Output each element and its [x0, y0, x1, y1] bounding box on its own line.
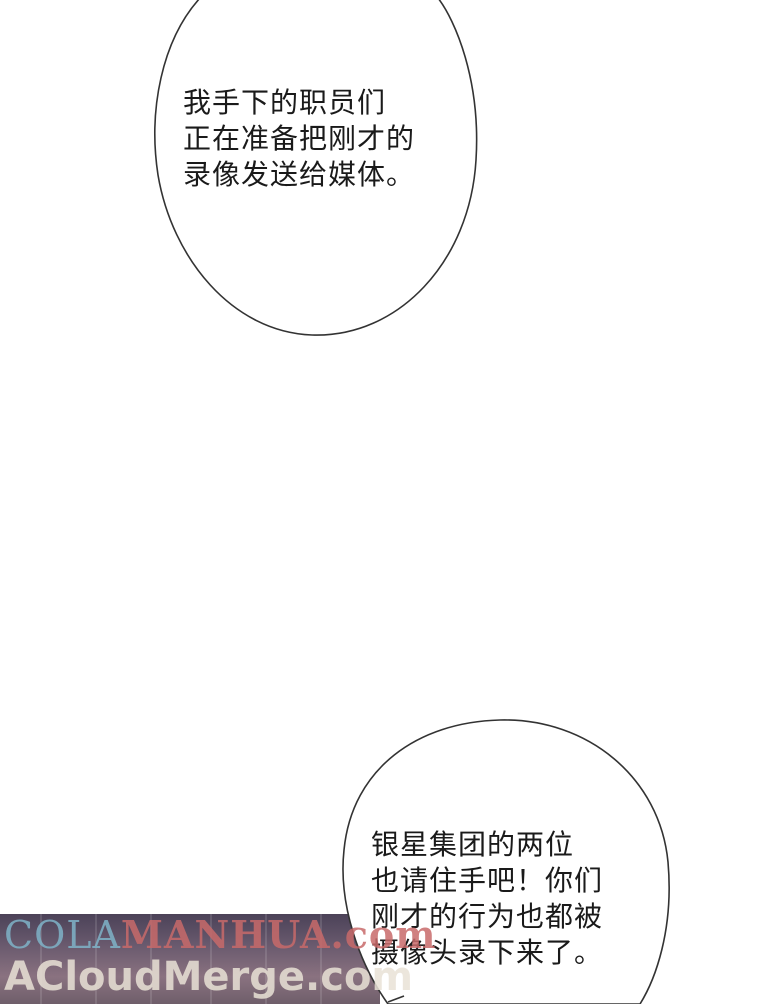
speech-bubble-2: [342, 719, 670, 1004]
bubble-2-line-3: 刚才的行为也都被: [371, 900, 604, 933]
speech-bubble-2-text: 银星集团的两位 也请住手吧！你们 刚才的行为也都被 摄像头录下来了。: [371, 827, 603, 971]
bubble-2-line-2: 也请住手吧！你们: [371, 864, 604, 897]
bubble-tail-stroke: [387, 995, 405, 1003]
bubble-1-line-1: 我手下的职员们: [183, 86, 387, 119]
speech-bubble-1: [154, 0, 478, 336]
speech-bubble-1-text: 我手下的职员们 正在准备把刚才的 录像发送给媒体。: [183, 85, 415, 193]
background-art-strip: [0, 914, 380, 1004]
bubble-2-line-4: 摄像头录下来了。: [371, 936, 604, 969]
watermark-cola: COLA: [4, 913, 121, 957]
watermark-colamanhua: COLAMANHUA.com: [4, 912, 436, 957]
watermark-manhua: MANHUA.com: [120, 912, 437, 957]
bubble-1-line-2: 正在准备把刚才的: [183, 122, 416, 155]
watermark-acloudmerge: ACloudMerge.com: [4, 954, 414, 1000]
bubble-1-line-3: 录像发送给媒体。: [183, 158, 416, 191]
bubble-2-line-1: 银星集团的两位: [371, 828, 575, 861]
